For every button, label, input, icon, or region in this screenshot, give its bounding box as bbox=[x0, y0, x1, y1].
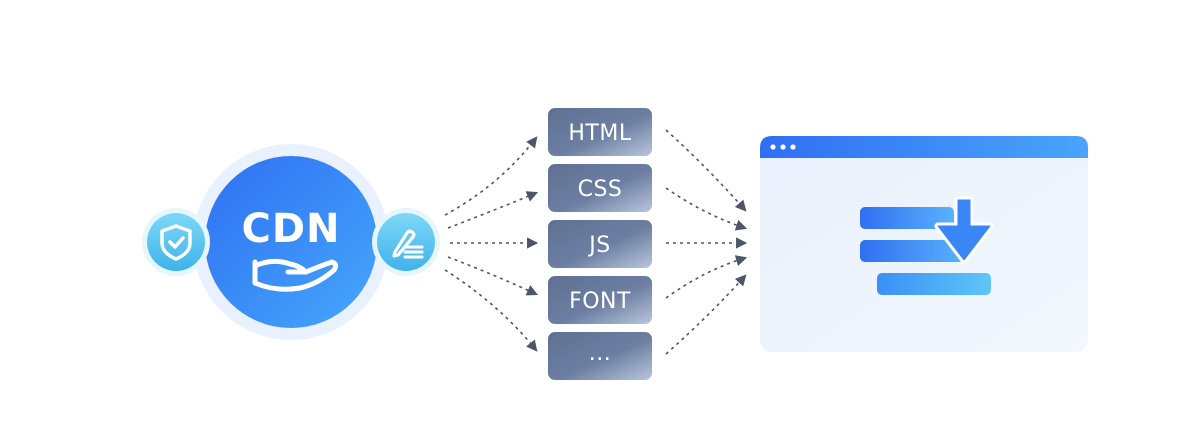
asset-to-browser-arrows bbox=[665, 129, 748, 355]
asset-font: FONT bbox=[548, 276, 652, 324]
browser-dot bbox=[780, 144, 786, 150]
arrow-to-more bbox=[444, 269, 538, 352]
browser-dot bbox=[770, 144, 776, 150]
asset-js: JS bbox=[548, 220, 652, 268]
arrow-from-more bbox=[665, 274, 747, 355]
browser-window bbox=[760, 136, 1088, 352]
browser-title-bar bbox=[760, 136, 1088, 158]
asset-more: ... bbox=[548, 332, 652, 380]
asset-label: JS bbox=[587, 233, 610, 258]
arrow-to-html bbox=[444, 136, 538, 216]
download-list-icon bbox=[860, 196, 994, 295]
asset-label: CSS bbox=[578, 177, 623, 202]
cdn-circle bbox=[205, 156, 377, 328]
asset-label: ... bbox=[589, 341, 611, 366]
arrow-to-font bbox=[447, 256, 539, 296]
edit-document-icon bbox=[392, 229, 424, 259]
shield-badge bbox=[142, 208, 210, 276]
arrow-to-css bbox=[447, 191, 539, 229]
open-hand-icon bbox=[252, 258, 339, 292]
browser-dot bbox=[790, 144, 796, 150]
asset-list: HTML CSS JS FONT ... bbox=[548, 108, 652, 380]
asset-html: HTML bbox=[548, 108, 652, 156]
arrow-from-html bbox=[665, 129, 747, 212]
shield-check-icon bbox=[160, 224, 192, 261]
arrow-from-font bbox=[665, 255, 748, 299]
asset-label: FONT bbox=[569, 289, 631, 314]
asset-css: CSS bbox=[548, 164, 652, 212]
edit-badge bbox=[372, 208, 440, 276]
cdn-label: CDN bbox=[241, 206, 340, 252]
arrow-from-css bbox=[665, 187, 748, 231]
cdn-to-asset-arrows bbox=[444, 136, 539, 352]
asset-label: HTML bbox=[568, 121, 631, 146]
cdn-node: CDN bbox=[193, 144, 389, 340]
